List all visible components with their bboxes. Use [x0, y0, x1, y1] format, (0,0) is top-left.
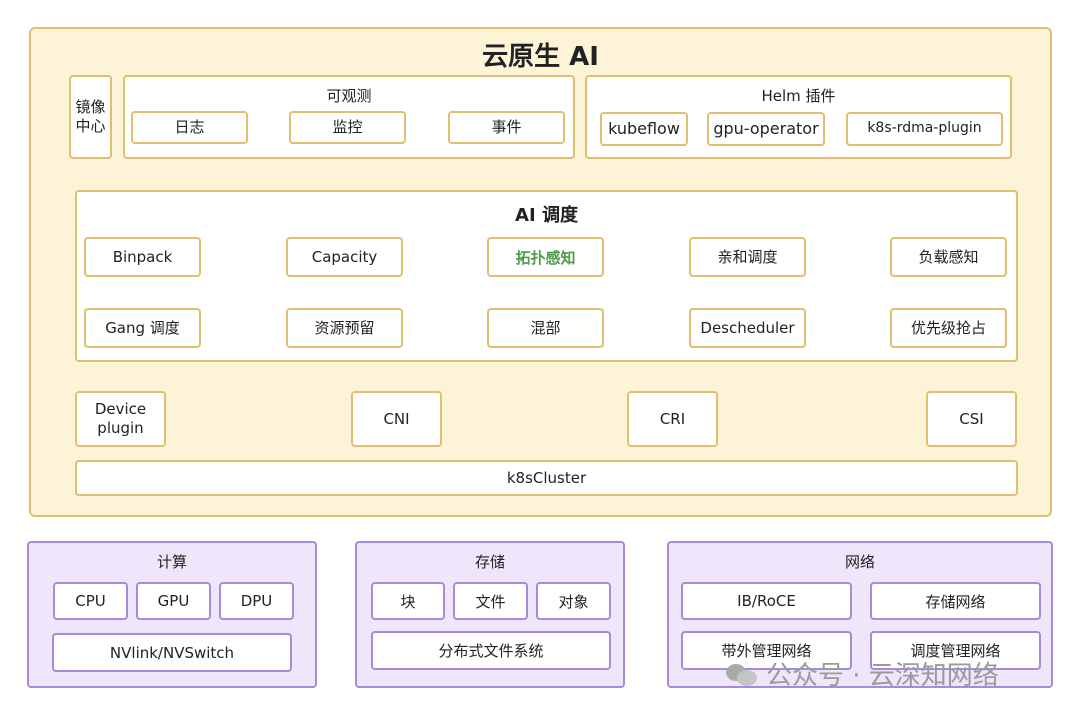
mirror-center-label: 镜像中心 — [75, 98, 106, 135]
sched-load-aware: 负载感知 — [890, 237, 1007, 277]
storage-block: 块 — [371, 582, 445, 620]
device-plugin-label: Device plugin — [94, 400, 147, 437]
sched-binpack: Binpack — [84, 237, 201, 277]
helm-gpu-operator: gpu-operator — [707, 112, 825, 146]
network-out-of-band: 带外管理网络 — [681, 631, 852, 670]
observability-monitoring: 监控 — [289, 111, 406, 144]
storage-distributed-fs: 分布式文件系统 — [371, 631, 611, 670]
network-scheduling-mgmt: 调度管理网络 — [870, 631, 1041, 670]
sched-capacity: Capacity — [286, 237, 403, 277]
network-title: 网络 — [844, 553, 875, 571]
helm-kubeflow: kubeflow — [600, 112, 688, 146]
sched-reservation: 资源预留 — [286, 308, 403, 348]
sched-gang: Gang 调度 — [84, 308, 201, 348]
helm-k8s-rdma-plugin: k8s-rdma-plugin — [846, 112, 1003, 146]
sched-descheduler: Descheduler — [689, 308, 806, 348]
observability-logs: 日志 — [131, 111, 248, 144]
compute-gpu: GPU — [136, 582, 211, 620]
helm-title: Helm 插件 — [761, 87, 836, 105]
compute-dpu: DPU — [219, 582, 294, 620]
csi: CSI — [926, 391, 1017, 447]
cni: CNI — [351, 391, 442, 447]
storage-object: 对象 — [536, 582, 611, 620]
cri: CRI — [627, 391, 718, 447]
device-plugin: Device plugin — [75, 391, 166, 447]
sched-affinity: 亲和调度 — [689, 237, 806, 277]
observability-events: 事件 — [448, 111, 565, 144]
wechat-icon — [724, 660, 758, 688]
k8s-cluster: k8sCluster — [75, 460, 1018, 496]
compute-cpu: CPU — [53, 582, 128, 620]
sched-priority-preemption: 优先级抢占 — [890, 308, 1007, 348]
sched-topology-aware: 拓扑感知 — [487, 237, 604, 277]
watermark: 公众号 · 云深知网络 — [724, 655, 999, 692]
compute-title: 计算 — [156, 553, 187, 571]
sched-colocation: 混部 — [487, 308, 604, 348]
observability-title: 可观测 — [326, 87, 372, 105]
watermark-text: 公众号 · 云深知网络 — [766, 661, 999, 691]
storage-title: 存储 — [474, 553, 505, 571]
mirror-center: 镜像中心 — [69, 75, 112, 159]
network-storage: 存储网络 — [870, 582, 1041, 620]
compute-interconnect: NVlink/NVSwitch — [52, 633, 292, 672]
storage-file: 文件 — [453, 582, 528, 620]
network-ib-roce: IB/RoCE — [681, 582, 852, 620]
ai-scheduling-title: AI 调度 — [515, 205, 578, 226]
cloud-native-ai-title: 云原生 AI — [482, 42, 599, 72]
